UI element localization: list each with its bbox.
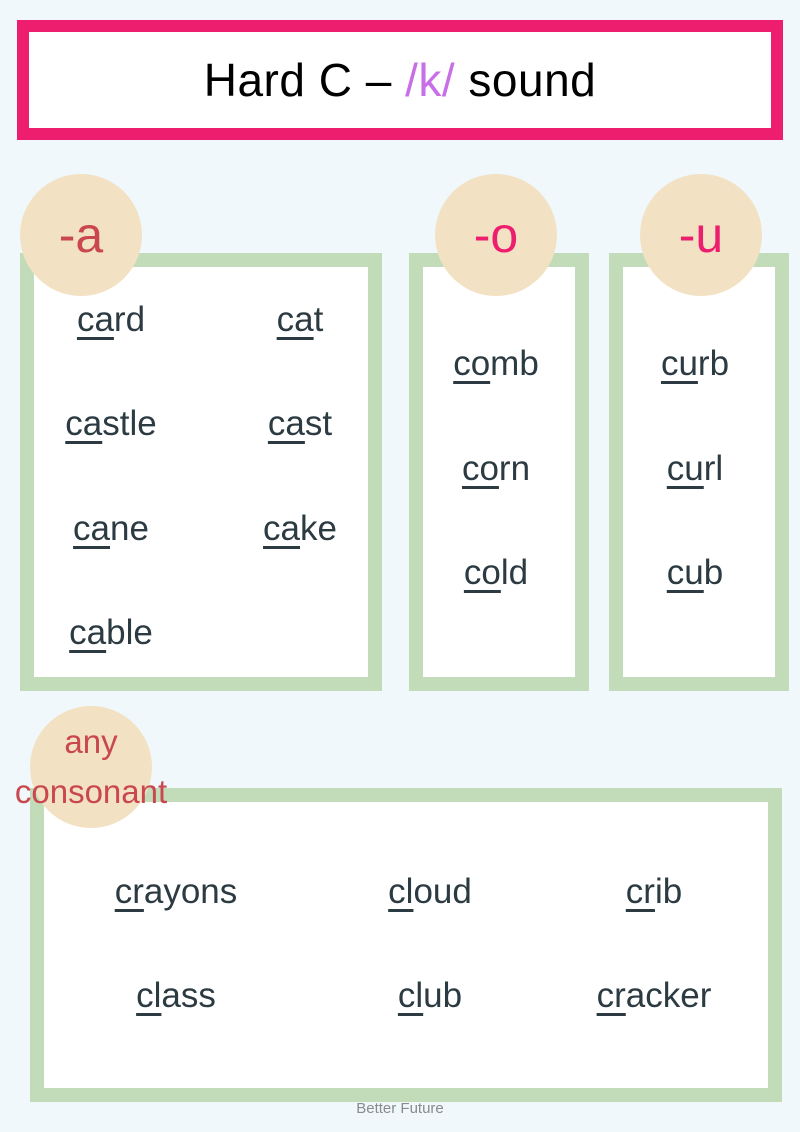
panel-consonant-words	[30, 788, 782, 1102]
word-class: class	[136, 976, 216, 1016]
word-rest: ib	[654, 872, 683, 911]
word-underlined-part: co	[461, 449, 499, 488]
word-rest: acker	[625, 976, 712, 1015]
word-underlined-part: cu	[666, 449, 704, 488]
word-underlined-part: ca	[73, 509, 111, 548]
word-underlined-part: co	[463, 553, 501, 592]
word-underlined-part: ca	[76, 300, 114, 339]
word-rest: oud	[413, 872, 472, 911]
page-title: Hard C – /k/ sound	[204, 53, 597, 107]
word-comb: comb	[453, 344, 539, 384]
word-rest: t	[313, 300, 324, 339]
title-suffix: sound	[455, 54, 597, 106]
badge-u-label: -u	[678, 207, 724, 263]
word-underlined-part: ca	[65, 404, 103, 443]
word-crayons: crayons	[115, 872, 238, 912]
word-underlined-part: cl	[388, 872, 414, 911]
badge-u: -u	[640, 174, 762, 296]
word-curb: curb	[661, 344, 729, 384]
word-cable: cable	[69, 613, 153, 653]
word-cane: cane	[73, 509, 149, 549]
word-castle: castle	[65, 404, 156, 444]
word-rest: ass	[161, 976, 216, 1015]
word-rest: mb	[490, 344, 539, 383]
footer-brand: Better Future	[356, 1100, 444, 1117]
word-rest: rl	[703, 449, 724, 488]
title-box: Hard C – /k/ sound	[17, 20, 783, 140]
word-cake: cake	[263, 509, 337, 549]
badge-consonant-line2: consonant	[14, 773, 168, 810]
word-rest: ub	[423, 976, 463, 1015]
word-underlined-part: cr	[596, 976, 626, 1015]
word-cloud: cloud	[388, 872, 472, 912]
word-cold: cold	[464, 553, 528, 593]
word-rest: ld	[500, 553, 529, 592]
badge-a-label: -a	[58, 207, 104, 263]
word-rest: stle	[102, 404, 157, 443]
word-underlined-part: co	[453, 344, 491, 383]
badge-consonant-line1: any	[64, 723, 118, 760]
word-rest: rd	[113, 300, 146, 339]
word-curl: curl	[667, 449, 723, 489]
word-underlined-part: cl	[136, 976, 162, 1015]
word-underlined-part: ca	[263, 509, 300, 548]
title-ipa-symbol: /k/	[405, 54, 456, 106]
word-club: club	[398, 976, 462, 1016]
title-prefix: Hard C –	[203, 54, 406, 106]
word-rest: st	[304, 404, 333, 443]
word-card: card	[77, 300, 145, 340]
word-underlined-part: cr	[114, 872, 144, 911]
badge-any-consonant: any consonant	[15, 706, 167, 828]
word-rest: ayons	[143, 872, 238, 911]
word-rest: ke	[300, 509, 337, 548]
word-rest: rb	[697, 344, 730, 383]
word-rest: b	[703, 553, 724, 592]
word-cast: cast	[268, 404, 332, 444]
badge-o-label: -o	[473, 207, 519, 263]
panel-a-words	[20, 253, 382, 691]
word-underlined-part: cu	[666, 553, 704, 592]
word-underlined-part: cr	[625, 872, 655, 911]
word-cub: cub	[667, 553, 723, 593]
word-underlined-part: ca	[267, 404, 305, 443]
word-underlined-part: cl	[397, 976, 424, 1015]
word-rest: ne	[110, 509, 149, 548]
badge-o: -o	[435, 174, 557, 296]
word-cat: cat	[277, 300, 324, 340]
word-underlined-part: cu	[660, 344, 698, 383]
word-underlined-part: ca	[276, 300, 314, 339]
word-cracker: cracker	[597, 976, 712, 1016]
badge-a: -a	[20, 174, 142, 296]
word-corn: corn	[462, 449, 530, 489]
word-underlined-part: ca	[69, 613, 107, 652]
word-rest: rn	[498, 449, 531, 488]
word-rest: ble	[106, 613, 153, 652]
word-crib: crib	[626, 872, 682, 912]
